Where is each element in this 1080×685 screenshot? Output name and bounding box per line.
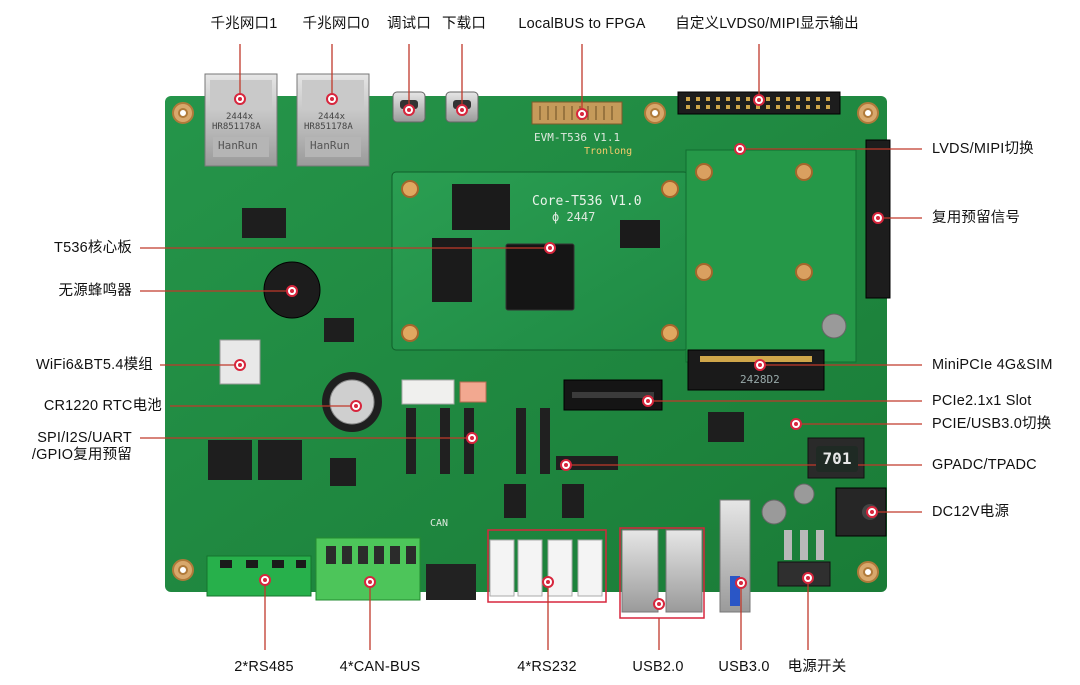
label-lvds-mipi-switch: LVDS/MIPI切换 — [932, 141, 1034, 157]
label-gpio-reserved: /GPIO复用预留 — [31, 447, 132, 463]
brand-label: Tronlong — [584, 146, 633, 157]
label-debug-port: 调试口 — [386, 16, 432, 32]
label-lvds-mipi-output: 自定义LVDS0/MIPI显示输出 — [675, 16, 859, 32]
label-dc12v: DC12V电源 — [932, 504, 1010, 520]
rj45-jack-0 — [296, 73, 370, 167]
rs232-outline — [487, 529, 607, 603]
label-usb3: USB3.0 — [718, 659, 770, 675]
label-buzzer: 无源蜂鸣器 — [58, 283, 132, 299]
label-spi-i2s-uart: SPI/I2S/UART — [37, 430, 132, 446]
label-localbus-fpga: LocalBUS to FPGA — [518, 16, 646, 32]
rj45-jack-1 — [204, 73, 278, 167]
emmc-chip — [432, 238, 472, 302]
carrier-label: EVM-T536 V1.1 — [534, 131, 621, 144]
jack0-model: HR851178A — [304, 122, 353, 132]
label-gigabit-eth-1: 千兆网口1 — [210, 16, 278, 32]
soc-chip — [505, 243, 575, 311]
label-reserved-signals: 复用预留信号 — [932, 210, 1021, 226]
label-pcie-usb3-switch: PCIE/USB3.0切换 — [932, 416, 1052, 432]
label-gpadc-tpadc: GPADC/TPADC — [932, 457, 1037, 473]
usb2-outline — [619, 527, 705, 619]
jack1-model: HR851178A — [212, 122, 261, 132]
label-pcie-slot: PCIe2.1x1 Slot — [932, 393, 1032, 409]
leader-lines — [140, 44, 922, 650]
core-serial: ϕ 2447 — [552, 210, 596, 224]
can-silk: CAN — [430, 518, 449, 529]
label-minipcie: MiniPCIe 4G&SIM — [932, 357, 1053, 373]
ram-chip — [452, 184, 510, 230]
core-module-label: Core-T536 V1.0 — [532, 194, 642, 209]
label-download-port: 下载口 — [441, 16, 487, 32]
wifi-module — [219, 339, 261, 385]
mounting-holes — [172, 102, 879, 583]
label-can-bus: 4*CAN-BUS — [339, 659, 421, 675]
label-rs232: 4*RS232 — [517, 659, 577, 675]
label-rs485: 2*RS485 — [234, 659, 294, 675]
label-wifi-module: WiFi6&BT5.4模组 — [35, 357, 153, 373]
label-rtc-battery: CR1220 RTC电池 — [43, 398, 162, 414]
inductor-code: 701 — [816, 446, 858, 472]
jack0-code: 2444x — [318, 112, 346, 122]
label-power-switch: 电源开关 — [787, 659, 847, 675]
jack1-brand: HanRun — [218, 139, 258, 152]
jack1-code: 2444x — [226, 112, 254, 122]
minipcie-code: 2428D2 — [740, 373, 780, 386]
jack0-brand: HanRun — [310, 139, 350, 152]
label-usb2: USB2.0 — [632, 659, 684, 675]
label-core-board: T536核心板 — [54, 240, 132, 256]
label-gigabit-eth-0: 千兆网口0 — [302, 16, 370, 32]
